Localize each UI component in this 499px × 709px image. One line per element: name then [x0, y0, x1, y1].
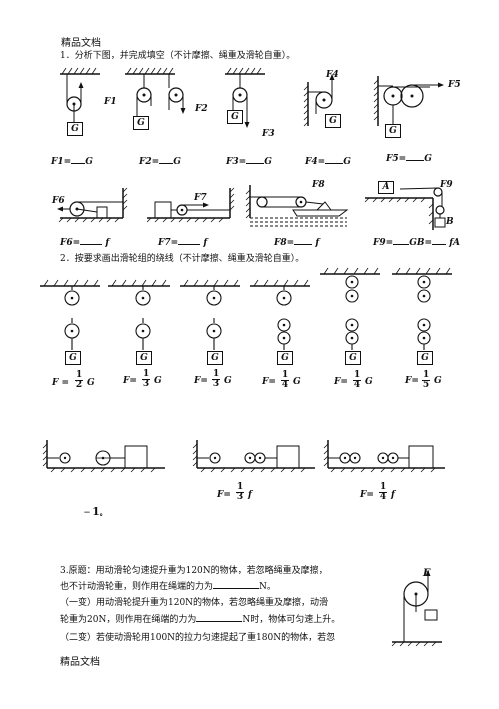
q2-pulley-groups [40, 267, 452, 350]
q2-formula-h2-prefix: F= [360, 490, 374, 500]
question-3-line-5: （二变）若使动滑轮用100N的拉力匀速提起了重180N的物体，若忽 [60, 633, 336, 643]
answer-f1: F1=G [51, 157, 93, 167]
force-label-f9: F9 [440, 180, 453, 190]
answer-f6: F6= f [60, 238, 110, 248]
force-label-f6: F6 [52, 196, 65, 206]
block-a: A [378, 181, 394, 194]
q2-formula-2-prefix: F= [123, 376, 137, 386]
weight-box-2: G [133, 116, 149, 130]
force-label-f1: F1 [104, 97, 117, 107]
q2-weight-box-4: G [277, 351, 293, 365]
weight-box-1: G [67, 122, 83, 136]
page-footer: 精品文档 [60, 657, 100, 668]
force-label-f8: F8 [312, 180, 325, 190]
q2-weight-box-6: G [417, 351, 433, 365]
figure-6-horizontal [57, 187, 128, 223]
answer-f4: F4=G [305, 157, 351, 167]
q1-row1-figures [60, 67, 444, 128]
answer-f8: F8= f [274, 238, 320, 248]
weight-box-5: G [385, 124, 401, 138]
q2-formula-5-unit: G [365, 377, 373, 387]
answer-f2: F2=G [139, 157, 181, 167]
q2-weight-box-5: G [345, 351, 361, 365]
q2-weight-box-3: G [207, 351, 223, 365]
q2-horizontal-groups [42, 440, 445, 473]
figure-4-pulley [303, 74, 335, 127]
force-label-f7: F7 [194, 193, 207, 203]
q2-formula-2-unit: G [154, 376, 162, 386]
force-label-f3: F3 [262, 129, 275, 139]
q2-weight-box-2: G [136, 351, 152, 365]
q2-formula-1-prefix: F = [52, 378, 70, 388]
q3-force-label: F [423, 568, 431, 579]
q2-formula-1-unit: G [87, 378, 95, 388]
page-header: 精品文档 [61, 38, 101, 49]
q2-formula-h1-unit: f [248, 490, 252, 500]
q2-formula-h2-unit: f [391, 490, 395, 500]
force-label-f4: F4 [326, 70, 339, 80]
q3-pulley-figure [391, 570, 442, 647]
figure-1-pulley [60, 67, 100, 122]
figure-2-pulley [125, 67, 186, 116]
figure-9-table [364, 187, 446, 230]
answer-f3: F3=G [226, 157, 272, 167]
answer-f5: F5=G [386, 154, 432, 164]
q2-formula-h1-prefix: F= [217, 490, 231, 500]
q2-formula-6-prefix: F= [405, 376, 419, 386]
force-label-f5: F5 [448, 80, 461, 90]
figure-3-pulley [225, 67, 265, 128]
question-3-line-3: （一变）用动滑轮提升重为120N的物体，若忽略绳重及摩擦，动滑 [60, 598, 329, 608]
block-b-label: B [446, 217, 454, 227]
answer-f7: F7= f [158, 238, 208, 248]
q2-formula-5-prefix: F= [334, 377, 348, 387]
figure-5-pulley [373, 76, 444, 126]
figure-8-boat [245, 185, 349, 227]
question-1-title: 1．分析下图，并完成填空（不计摩擦、绳重及滑轮自重）。 [60, 51, 296, 61]
question-2-title: 2．按要求画出滑轮组的绕线（不计摩擦、绳重及滑轮自重）。 [60, 254, 305, 264]
figure-7-horizontal [146, 187, 235, 223]
force-label-f2: F2 [195, 104, 208, 114]
weight-box-4: G [325, 114, 341, 128]
q2-formula-4-unit: G [293, 377, 301, 387]
q2-formula-3-unit: G [224, 376, 232, 386]
stray-text: — 1。 [84, 505, 107, 518]
q2-formula-4-prefix: F= [262, 377, 276, 387]
q2-weight-box-1: G [65, 351, 81, 365]
q2-formula-6-unit: G [434, 376, 442, 386]
question-3-line-1: 3.原题：用动滑轮匀速提升重为120N的物体，若忽略绳重及摩擦， [60, 566, 328, 576]
q1-row2-figures [57, 185, 446, 230]
weight-box-3: G [227, 110, 243, 124]
q2-formula-3-prefix: F= [194, 376, 208, 386]
answer-f9: F9=GB= fA [373, 238, 461, 248]
